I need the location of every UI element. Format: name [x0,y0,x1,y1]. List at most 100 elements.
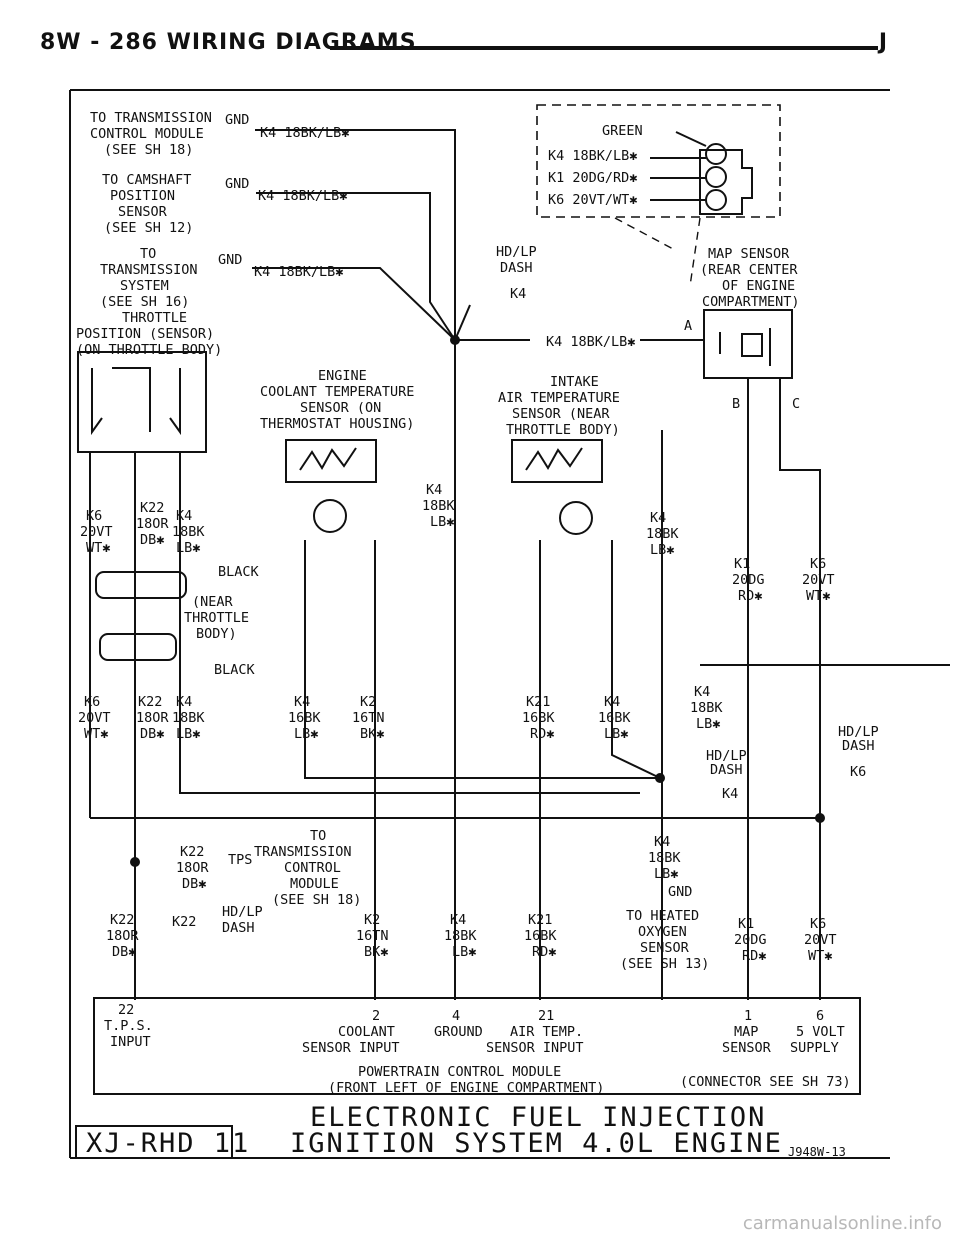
pcm-cavity-2-desc: SENSOR INPUT [302,1040,400,1056]
wire-k4-cam [256,192,456,341]
wire-label-k4-size: 18BK [690,700,723,716]
label-throttle-1: THROTTLE [122,310,187,326]
wire-label-k6-size: 20VT [80,524,113,540]
splice-dot [130,857,140,867]
label-near-tb-1: (NEAR [192,594,234,610]
wire-label-k22-code: K22 [140,500,164,516]
label-iat-2: AIR TEMPERATURE [498,390,620,406]
wire-label-k4-size: 18BK [444,928,477,944]
title-line-2: IGNITION SYSTEM 4.0L ENGINE [290,1128,783,1159]
label-splice-k4: K4 [510,286,526,302]
label-iat-1: INTAKE [550,374,599,390]
label-trans-sys-4: (SEE SH 16) [100,294,189,310]
wire-k6-map [779,440,821,1000]
label-trans-sys-3: SYSTEM [120,278,169,294]
label-pin-a: A [684,318,692,334]
wire-label-k6-code: K6 [84,694,100,710]
wire-label-k21-size: 16BK [522,710,555,726]
wire-label-k4-code: K4 [450,912,466,928]
wire-label-k21-code: K21 [528,912,552,928]
label-map-sensor-4: COMPARTMENT) [702,294,800,310]
wire-label-k6-color: WT✱ [806,588,830,604]
pcm-name-2: (FRONT LEFT OF ENGINE COMPARTMENT) [328,1080,604,1096]
wire-label-k4-code: K4 [654,834,670,850]
label-gnd: GND [225,176,249,192]
header-rule [330,46,878,50]
wire-label-k4-color: LB✱ [696,716,720,732]
wire-label-k6-size: 20VT [802,572,835,588]
label-map-sensor-3: OF ENGINE [722,278,795,294]
map-pin-b-circle [705,166,727,188]
pcm-connector-ref: (CONNECTOR SEE SH 73) [680,1074,851,1090]
label-splice-k4: K4 [722,786,738,802]
iat-body [511,439,603,483]
ect-symbol [299,447,357,471]
label-gnd: GND [225,112,249,128]
pcm-name-1: POWERTRAIN CONTROL MODULE [358,1064,561,1080]
wire-label-k4-code: K4 [694,684,710,700]
label-throttle-3: (ON THROTTLE BODY) [76,342,222,358]
label-splice-k6: K6 [850,764,866,780]
wire-label-k6-color: WT✱ [86,540,110,556]
figure-id: J948W-13 [788,1145,846,1159]
diagram-lines [69,89,950,1159]
wire-label-k2-code: K2 [360,694,376,710]
label-trans-sys-2: TRANSMISSION [100,262,198,278]
wire-label-k4-size: 16BK [288,710,321,726]
label-camshaft-1: TO CAMSHAFT [102,172,191,188]
label-wire-k4: K4 18BK/LB✱ [254,264,343,280]
map-pin-c-circle [705,189,727,211]
pcm-cavity-1-num: 1 [744,1008,752,1024]
label-wire-k4: K4 18BK/LB✱ [546,334,635,350]
label-splice-k22: K22 [172,914,196,930]
label-hdlp-1: HD/LP [838,724,879,740]
label-tps: TPS [228,852,252,868]
wire-label-k4-color: LB✱ [604,726,628,742]
pcm-cavity-22-name: T.P.S. [104,1018,153,1034]
wire-k4-tcm [255,129,456,340]
tps-connector-upper [95,571,187,599]
wire-label-k6-color: WT✱ [84,726,108,742]
watermark: carmanualsonline.info [742,1213,942,1234]
wire-k4-iat [611,540,661,779]
wire-k4-trans [252,267,456,341]
pcm-body [93,997,861,1095]
label-map-sensor-1: MAP SENSOR [708,246,790,262]
label-camshaft-4: (SEE SH 12) [104,220,193,236]
wire-label-k6-size: 20VT [804,932,837,948]
wire-label-k2-size: 16TN [356,928,389,944]
wire-label-k1-size: 20DG [732,572,765,588]
wire-label-k4-size: 18BK [646,526,679,542]
wire-label-k22-size: 18OR [176,860,209,876]
wire-label-k4-color: LB✱ [654,866,678,882]
splice-dot [655,773,665,783]
label-o2-1: TO HEATED [626,908,699,924]
label-camshaft-3: SENSOR [118,204,168,220]
pcm-cavity-6-desc: SUPPLY [790,1040,839,1056]
map-pin-a-circle [705,143,727,165]
wire-label-k22-color: DB✱ [182,876,206,892]
title-line-1: ELECTRONIC FUEL INJECTION [310,1102,766,1133]
label-pin-c: C [792,396,800,412]
label-iat-3: SENSOR (NEAR [512,406,610,422]
pcm-cavity-21-desc: SENSOR INPUT [486,1040,584,1056]
wire-label-k4-color: LB✱ [176,726,200,742]
pcm-cavity-22-num: 22 [118,1002,134,1018]
label-hdlp-1: HD/LP [222,904,263,920]
label-tps-to-2: TRANSMISSION [254,844,352,860]
label-hdlp-2: DASH [710,762,743,778]
label-map-b: K1 20DG/RD✱ [548,170,637,186]
wire-label-k4-size: 18BK [172,524,205,540]
wire-label-k22-size: 18OR [136,516,169,532]
wire-label-k21-code: K21 [526,694,550,710]
wire-label-k21-color: RD✱ [530,726,554,742]
wire-label-k4-code: K4 [604,694,620,710]
wire-label-k2-size: 16TN [352,710,385,726]
map-connector-body [699,149,753,215]
label-hdlp-2: DASH [842,738,875,754]
diagram-labels: TO TRANSMISSION CONTROL MODULE (SEE SH 1… [76,110,879,1159]
tps-connector-lower [99,633,177,661]
page-header-letter: J [878,30,888,55]
pcm-cavity-4-name: GROUND [434,1024,483,1040]
label-near-tb-2: THROTTLE [184,610,249,626]
